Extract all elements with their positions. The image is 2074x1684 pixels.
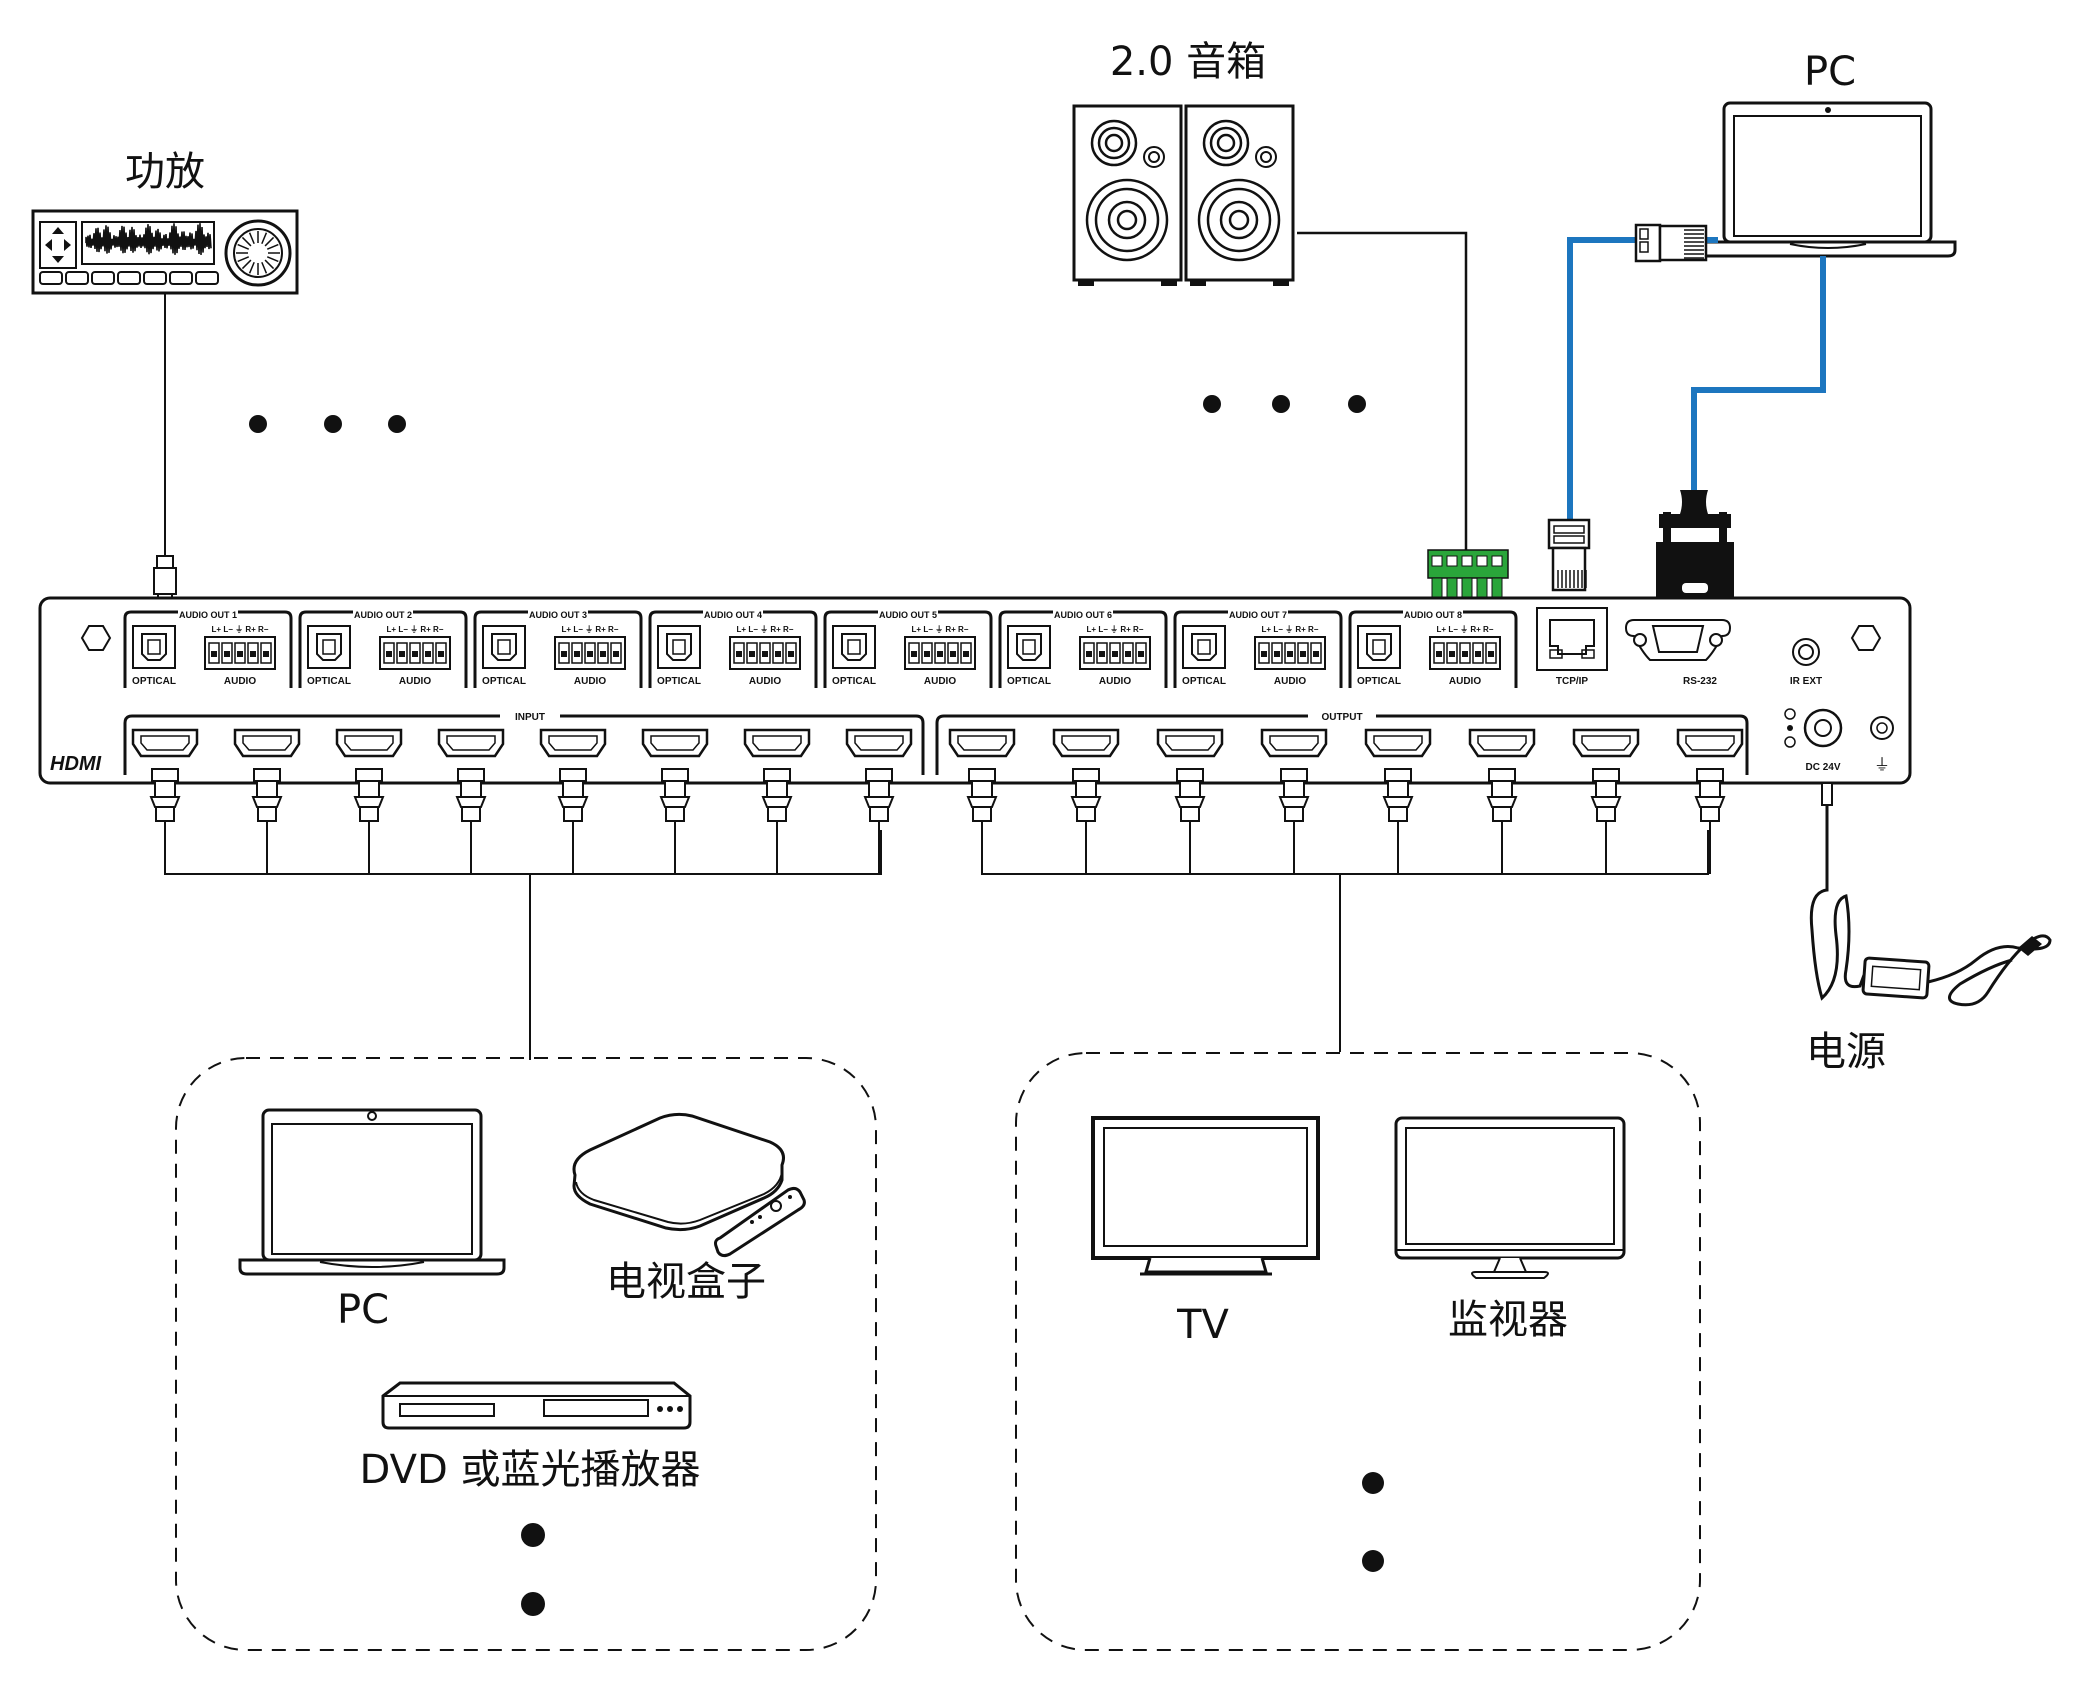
hdmi-input-2 bbox=[233, 728, 301, 874]
hdmi-ports bbox=[131, 728, 1744, 874]
hdmi-output-5 bbox=[1364, 728, 1432, 874]
audio-out-7: AUDIO OUT 7 OPTICAL L+ L− ⏚ R+ R− AUDIO bbox=[1173, 608, 1343, 688]
hdmi-output-6 bbox=[1468, 728, 1536, 874]
ir-ext-port: IR EXT bbox=[1790, 638, 1822, 687]
speakers-label: 2.0 音箱 bbox=[1109, 39, 1267, 85]
dvd-player-icon bbox=[381, 1381, 692, 1430]
audio-pin-label: L+ L− ⏚ R+ R− bbox=[212, 625, 269, 634]
hdmi-output-1 bbox=[948, 728, 1016, 874]
db9-plug-icon bbox=[1656, 490, 1734, 600]
optical-label: OPTICAL bbox=[832, 676, 876, 687]
audio-label: AUDIO bbox=[224, 676, 256, 687]
dc-label: DC 24V bbox=[1805, 762, 1840, 773]
audio-out-8: AUDIO OUT 8 OPTICAL L+ L− ⏚ R+ R− AUDIO bbox=[1348, 608, 1518, 688]
audio-pin-label: L+ L− ⏚ R+ R− bbox=[912, 625, 969, 634]
audio-pin-label: L+ L− ⏚ R+ R− bbox=[1437, 625, 1494, 634]
irext-label: IR EXT bbox=[1790, 676, 1822, 687]
audio-label: AUDIO bbox=[749, 676, 781, 687]
tv-icon bbox=[1091, 1116, 1320, 1276]
monitor-icon bbox=[1394, 1116, 1626, 1279]
monitor-label: 监视器 bbox=[1448, 1297, 1568, 1343]
tv-label: TV bbox=[1177, 1302, 1229, 1348]
audio-label: AUDIO bbox=[399, 676, 431, 687]
hdmi-output-4 bbox=[1260, 728, 1328, 874]
hdmi-output-7 bbox=[1572, 728, 1640, 874]
display-devices-group bbox=[1015, 1052, 1701, 1651]
rs232-port: RS-232 bbox=[1624, 619, 1732, 687]
audio-out-label: AUDIO OUT 8 bbox=[1404, 610, 1462, 620]
hdmi-input-6 bbox=[641, 728, 709, 874]
hdmi-output-group: OUTPUT bbox=[935, 712, 1749, 775]
tcpip-label: TCP/IP bbox=[1556, 676, 1589, 687]
power-label: 电源 bbox=[1806, 1029, 1886, 1075]
audio-pin-label: L+ L− ⏚ R+ R− bbox=[1087, 625, 1144, 634]
hdmi-input-7 bbox=[743, 728, 811, 874]
pc-source-label: PC bbox=[336, 1287, 390, 1333]
audio-label: AUDIO bbox=[1099, 676, 1131, 687]
ellipsis-dots bbox=[249, 395, 1384, 1616]
speaker-icon bbox=[1072, 104, 1295, 286]
output-label: OUTPUT bbox=[1321, 712, 1362, 723]
audio-out-label: AUDIO OUT 3 bbox=[529, 610, 587, 620]
ground-icon: ⏚ bbox=[1874, 755, 1890, 774]
audio-out-1: AUDIO OUT 1 OPTICAL L+ L− ⏚ R+ R− AUDIO bbox=[123, 608, 293, 688]
amplifier-audio-plug bbox=[153, 555, 177, 609]
laptop-icon bbox=[1698, 101, 1957, 258]
audio-out-label: AUDIO OUT 2 bbox=[354, 610, 412, 620]
hdmi-input-3 bbox=[335, 728, 403, 874]
tv-box-icon bbox=[572, 1112, 806, 1258]
audio-pin-label: L+ L− ⏚ R+ R− bbox=[562, 625, 619, 634]
audio-out-label: AUDIO OUT 7 bbox=[1229, 610, 1287, 620]
rj45-plug-icon bbox=[1547, 223, 1708, 592]
audio-label: AUDIO bbox=[574, 676, 606, 687]
hdmi-input-1 bbox=[131, 728, 199, 874]
tv-box-label: 电视盒子 bbox=[606, 1259, 766, 1305]
audio-out-label: AUDIO OUT 5 bbox=[879, 610, 937, 620]
audio-out-label: AUDIO OUT 1 bbox=[179, 610, 237, 620]
audio-out-5: AUDIO OUT 5 OPTICAL L+ L− ⏚ R+ R− AUDIO bbox=[823, 608, 993, 688]
audio-pin-label: L+ L− ⏚ R+ R− bbox=[387, 625, 444, 634]
hdmi-input-4 bbox=[437, 728, 505, 874]
audio-out-3: AUDIO OUT 3 OPTICAL L+ L− ⏚ R+ R− AUDIO bbox=[473, 608, 643, 688]
rs232-label: RS-232 bbox=[1683, 676, 1717, 687]
hdmi-input-group: INPUT bbox=[123, 712, 925, 775]
amplifier-icon bbox=[31, 209, 299, 295]
hdmi-input-8 bbox=[845, 728, 913, 874]
hdmi-output-2 bbox=[1052, 728, 1120, 874]
audio-label: AUDIO bbox=[1274, 676, 1306, 687]
audio-out-label: AUDIO OUT 4 bbox=[704, 610, 762, 620]
optical-label: OPTICAL bbox=[657, 676, 701, 687]
source-devices-group bbox=[175, 1057, 877, 1651]
optical-label: OPTICAL bbox=[482, 676, 526, 687]
audio-label: AUDIO bbox=[1449, 676, 1481, 687]
hdmi-input-5 bbox=[539, 728, 607, 874]
audio-pin-label: L+ L− ⏚ R+ R− bbox=[737, 625, 794, 634]
dvd-label: DVD 或蓝光播放器 bbox=[359, 1447, 701, 1493]
audio-out-label: AUDIO OUT 6 bbox=[1054, 610, 1112, 620]
laptop-icon bbox=[238, 1108, 506, 1276]
pc-top-label: PC bbox=[1803, 49, 1857, 95]
power-adapter-icon bbox=[1809, 782, 2052, 1007]
hdmi-output-3 bbox=[1156, 728, 1224, 874]
hdmi-logo: HDMI bbox=[50, 753, 102, 775]
optical-label: OPTICAL bbox=[1182, 676, 1226, 687]
optical-label: OPTICAL bbox=[1007, 676, 1051, 687]
optical-label: OPTICAL bbox=[307, 676, 351, 687]
green-terminal-plug bbox=[1427, 549, 1509, 601]
hdmi-bus-lines bbox=[164, 830, 1709, 1060]
audio-pin-label: L+ L− ⏚ R+ R− bbox=[1262, 625, 1319, 634]
audio-out-4: AUDIO OUT 4 OPTICAL L+ L− ⏚ R+ R− AUDIO bbox=[648, 608, 818, 688]
optical-label: OPTICAL bbox=[1357, 676, 1401, 687]
optical-label: OPTICAL bbox=[132, 676, 176, 687]
audio-out-6: AUDIO OUT 6 OPTICAL L+ L− ⏚ R+ R− AUDIO bbox=[998, 608, 1168, 688]
audio-out-2: AUDIO OUT 2 OPTICAL L+ L− ⏚ R+ R− AUDIO bbox=[298, 608, 468, 688]
input-label: INPUT bbox=[515, 712, 545, 723]
hdmi-output-8 bbox=[1676, 728, 1744, 874]
amplifier-label: 功放 bbox=[125, 149, 205, 195]
audio-label: AUDIO bbox=[924, 676, 956, 687]
dc-power-port: DC 24V ⏚ bbox=[1784, 708, 1894, 774]
tcpip-port: TCP/IP bbox=[1536, 607, 1608, 687]
